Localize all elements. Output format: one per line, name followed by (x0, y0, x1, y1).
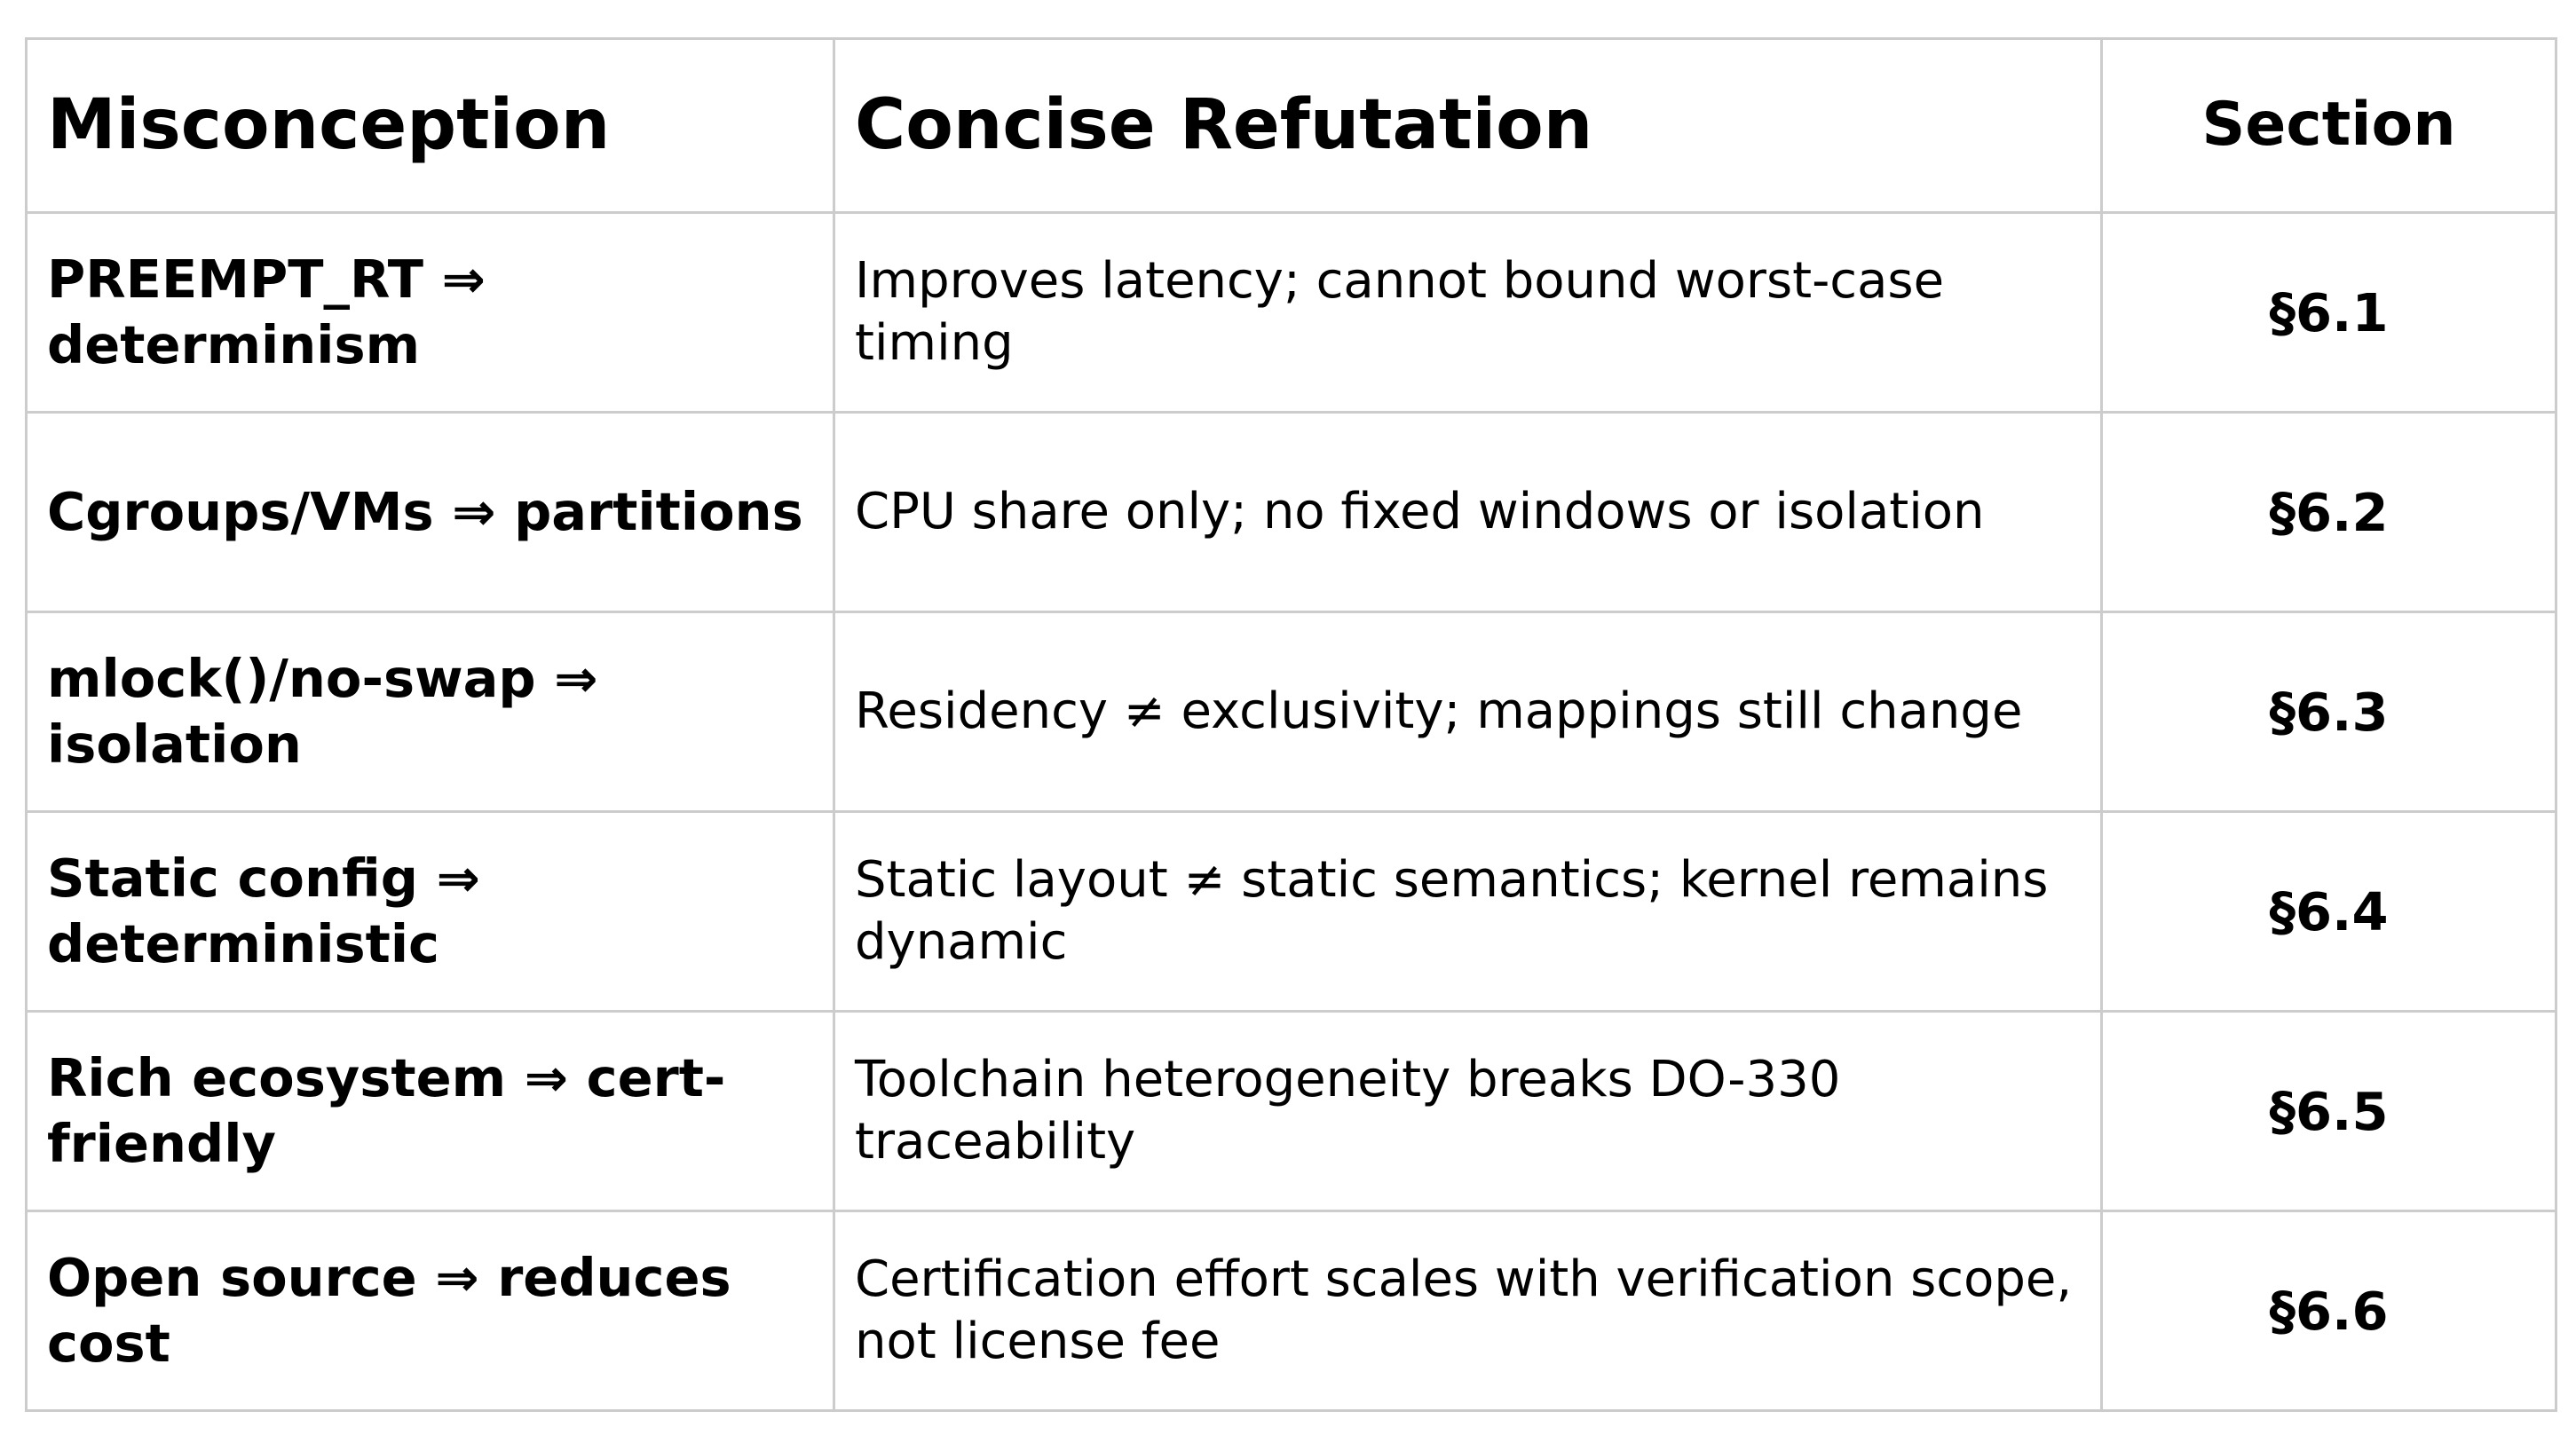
refutation-cell: Residency ≠ exclusivity; mappings still … (833, 611, 2103, 813)
header-section: Section (2100, 37, 2557, 214)
table-header: Misconception Concise Refutation Section (25, 37, 2557, 214)
misconceptions-table: Misconception Concise Refutation Section… (25, 37, 2557, 1412)
table-row: Open source ⇒ reduces cost Certification… (25, 1210, 2557, 1412)
section-cell: §6.5 (2100, 1010, 2557, 1212)
refutation-cell: Static layout ≠ static semantics; kernel… (833, 810, 2103, 1013)
table-row: Static config ⇒ deterministic Static lay… (25, 810, 2557, 1013)
table-row: Cgroups/VMs ⇒ partitions CPU share only;… (25, 411, 2557, 613)
misconception-cell: PREEMPT_RT ⇒ determinism (25, 211, 835, 414)
refutation-cell: Improves latency; cannot bound worst-cas… (833, 211, 2103, 414)
table-row: mlock()/no-swap ⇒ isolation Residency ≠ … (25, 611, 2557, 813)
misconception-cell: Open source ⇒ reduces cost (25, 1210, 835, 1412)
section-cell: §6.6 (2100, 1210, 2557, 1412)
section-cell: §6.2 (2100, 411, 2557, 613)
section-cell: §6.4 (2100, 810, 2557, 1013)
section-cell: §6.1 (2100, 211, 2557, 414)
header-row: Misconception Concise Refutation Section (25, 37, 2557, 214)
header-refutation: Concise Refutation (833, 37, 2103, 214)
table-body: PREEMPT_RT ⇒ determinism Improves latenc… (25, 211, 2557, 1412)
misconception-cell: Cgroups/VMs ⇒ partitions (25, 411, 835, 613)
section-cell: §6.3 (2100, 611, 2557, 813)
table-row: PREEMPT_RT ⇒ determinism Improves latenc… (25, 211, 2557, 414)
refutation-cell: CPU share only; no fixed windows or isol… (833, 411, 2103, 613)
table-row: Rich ecosystem ⇒ cert-friendly Toolchain… (25, 1010, 2557, 1212)
refutation-cell: Toolchain heterogeneity breaks DO-330 tr… (833, 1010, 2103, 1212)
misconception-cell: mlock()/no-swap ⇒ isolation (25, 611, 835, 813)
refutation-cell: Certification effort scales with verific… (833, 1210, 2103, 1412)
header-misconception: Misconception (25, 37, 835, 214)
misconception-cell: Rich ecosystem ⇒ cert-friendly (25, 1010, 835, 1212)
misconception-cell: Static config ⇒ deterministic (25, 810, 835, 1013)
